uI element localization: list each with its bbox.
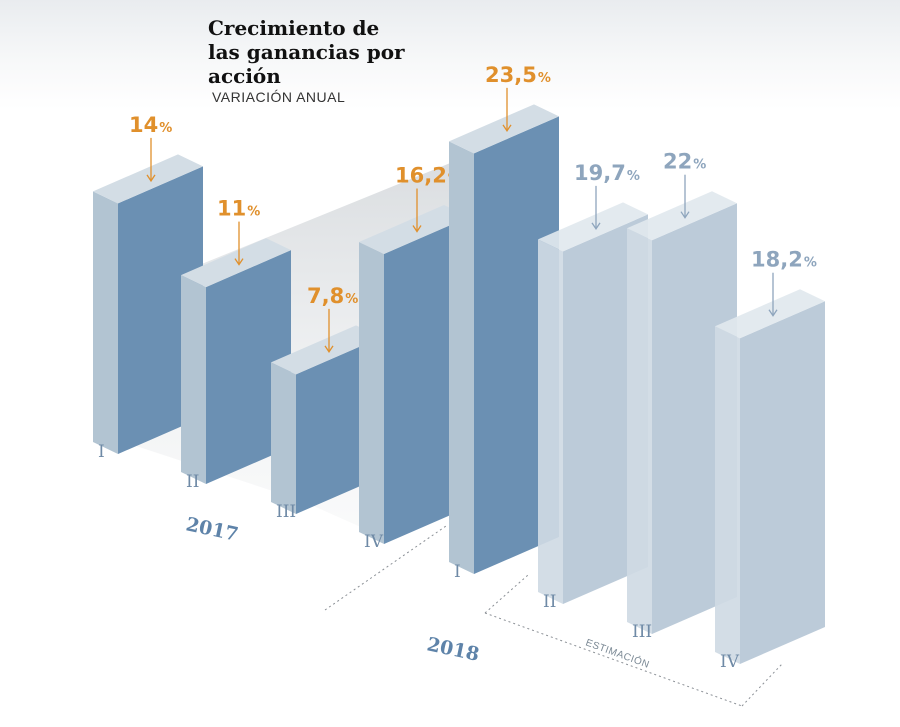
value-label: 14% xyxy=(129,113,172,137)
arrow-head xyxy=(412,225,422,233)
value-number: 14 xyxy=(129,113,158,137)
bar-front xyxy=(740,301,825,664)
bar-side xyxy=(93,191,118,454)
quarter-label: IV xyxy=(720,652,740,672)
bar-group-2018-I: 23,5% I xyxy=(449,63,559,582)
bar-front xyxy=(384,217,469,544)
arrow-head xyxy=(591,222,601,231)
percent-sign: % xyxy=(345,292,358,307)
bar-top xyxy=(359,205,469,255)
value-label: 11% xyxy=(217,197,260,221)
arrow-head xyxy=(146,174,156,183)
arrow-head xyxy=(768,309,778,317)
bar-top xyxy=(93,154,203,204)
percent-sign: % xyxy=(247,205,260,220)
quarter-label: I xyxy=(454,562,461,582)
dotted-line-estimate-bottom xyxy=(484,612,743,707)
percent-sign: % xyxy=(804,256,817,271)
value-number: 16,2 xyxy=(395,164,447,188)
quarter-label: II xyxy=(543,592,556,612)
bar-top xyxy=(181,238,291,288)
value-number: 7,8 xyxy=(307,284,344,308)
bar-top xyxy=(271,325,381,375)
bar-side xyxy=(538,239,563,604)
dotted-line-estimate-end xyxy=(741,663,783,707)
value-number: 19,7 xyxy=(574,161,626,185)
value-label: 7,8% xyxy=(307,284,358,308)
bar-group-2018-II: 19,7% II xyxy=(538,161,648,612)
value-label: 18,2% xyxy=(751,248,817,272)
percent-sign: % xyxy=(159,121,172,136)
bar-top xyxy=(627,191,737,241)
bar-front xyxy=(474,116,559,574)
percent-sign: % xyxy=(693,158,706,173)
year-label-2018: 2018 xyxy=(425,633,481,666)
arrow-head xyxy=(234,258,244,266)
chart-title: Crecimiento de las ganancias por acción xyxy=(208,16,405,88)
arrow-head xyxy=(680,211,690,219)
arrow-head xyxy=(502,124,512,133)
value-label: 22% xyxy=(663,150,706,174)
quarter-label: IV xyxy=(364,532,384,552)
value-label: 23,5% xyxy=(485,63,551,87)
chart-subtitle: VARIACIÓN ANUAL xyxy=(212,89,346,105)
value-number: 22 xyxy=(663,150,692,174)
dotted-line-estimate-start xyxy=(484,574,529,614)
quarter-label: III xyxy=(276,502,296,522)
bar-top xyxy=(715,289,825,339)
bar-top xyxy=(538,202,648,252)
bar-side xyxy=(715,326,740,664)
bar-group-2018-IV: 18,2% IV xyxy=(715,248,825,672)
bar-group-2017-IV: 16,2%IV xyxy=(359,164,469,552)
value-number: 11 xyxy=(217,197,246,221)
bar-front xyxy=(563,214,648,604)
quarter-label: I xyxy=(98,442,105,462)
bar-front xyxy=(206,250,291,484)
year-label-2017: 2017 xyxy=(184,513,240,546)
quarter-label: III xyxy=(632,622,652,642)
bar-side xyxy=(627,228,652,634)
bar-side xyxy=(181,275,206,484)
percent-sign: % xyxy=(627,169,640,184)
value-number: 23,5 xyxy=(485,63,537,87)
quarter-label: II xyxy=(186,472,199,492)
arrow-head xyxy=(324,345,334,354)
value-label: 19,7% xyxy=(574,161,640,185)
percent-sign: % xyxy=(538,71,551,86)
bar-side xyxy=(449,141,474,574)
bar-side xyxy=(271,362,296,514)
bar-group-2017-II: 11% II xyxy=(181,197,291,492)
value-number: 18,2 xyxy=(751,248,803,272)
bar-side xyxy=(359,242,384,544)
bar-top xyxy=(449,104,559,154)
